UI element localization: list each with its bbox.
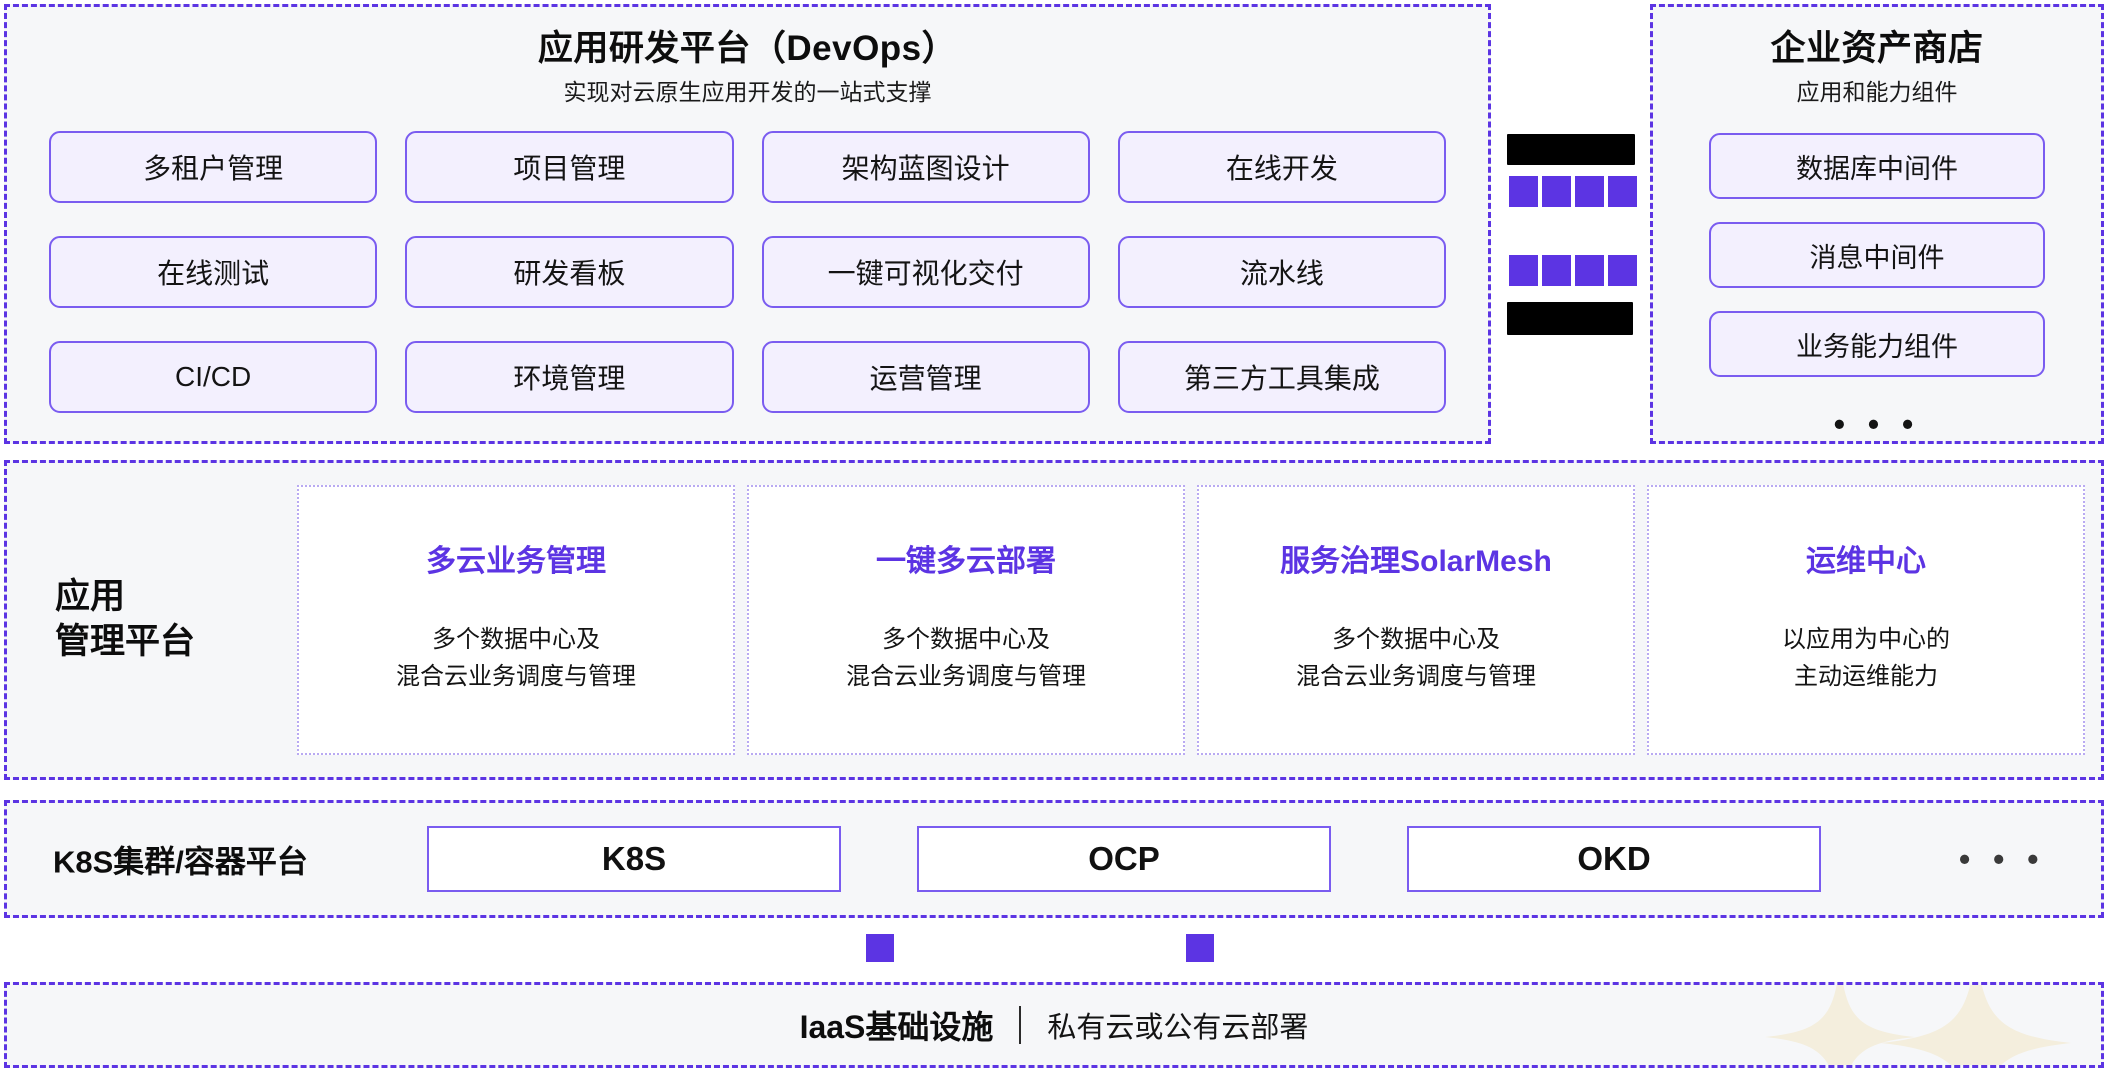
redaction-bar-icon — [1507, 134, 1635, 165]
mgmt-card-solarmesh[interactable]: 服务治理SolarMesh 多个数据中心及 混合云业务调度与管理 — [1197, 485, 1635, 755]
store-chip-msg-middleware[interactable]: 消息中间件 — [1709, 222, 2045, 288]
devops-panel-subtitle: 实现对云原生应用开发的一站式支撑 — [563, 78, 932, 105]
mgmt-card-desc: 以应用为中心的 主动运维能力 — [1782, 626, 1950, 691]
app-management-label: 应用 管理平台 — [55, 577, 196, 661]
connector-square — [1509, 176, 1538, 207]
k8s-panel-label: K8S集群/容器平台 — [53, 844, 308, 880]
mgmt-card-desc: 多个数据中心及 混合云业务调度与管理 — [846, 626, 1086, 691]
devops-chip-pipeline[interactable]: 流水线 — [1117, 236, 1446, 308]
connector-square-row-bottom — [1509, 255, 1637, 286]
mgmt-card-title: 多云业务管理 — [426, 545, 606, 578]
devops-chip-blueprint[interactable]: 架构蓝图设计 — [761, 131, 1090, 203]
mgmt-card-desc: 多个数据中心及 混合云业务调度与管理 — [396, 626, 636, 691]
mgmt-card-ops-center[interactable]: 运维中心 以应用为中心的 主动运维能力 — [1647, 485, 2085, 755]
store-chip-business-component[interactable]: 业务能力组件 — [1709, 311, 2045, 377]
k8s-more-ellipsis-icon: • • • — [1959, 840, 2046, 877]
connector-square — [1186, 934, 1214, 962]
mgmt-card-title: 服务治理SolarMesh — [1280, 545, 1552, 578]
connector-square — [1608, 176, 1637, 207]
k8s-platform-list: K8S OCP OKD • • • — [427, 826, 2045, 892]
devops-chip-environment[interactable]: 环境管理 — [405, 341, 734, 413]
mgmt-card-title: 运维中心 — [1806, 545, 1926, 578]
iaas-content: IaaS基础设施 私有云或公有云部署 — [799, 1002, 1309, 1048]
store-more-ellipsis-icon: • • • — [1833, 406, 1921, 442]
devops-chip-operations[interactable]: 运营管理 — [761, 341, 1090, 413]
mgmt-card-onekey-deploy[interactable]: 一键多云部署 多个数据中心及 混合云业务调度与管理 — [747, 485, 1185, 755]
mgmt-card-title: 一键多云部署 — [876, 545, 1056, 578]
devops-chip-visual-delivery[interactable]: 一键可视化交付 — [761, 236, 1090, 308]
devops-chip-multitenant[interactable]: 多租户管理 — [49, 131, 378, 203]
store-panel-subtitle: 应用和能力组件 — [1796, 78, 1958, 105]
devops-capability-grid: 多租户管理 项目管理 架构蓝图设计 在线开发 在线测试 研发看板 一键可视化交付… — [49, 131, 1446, 413]
store-chip-db-middleware[interactable]: 数据库中间件 — [1709, 133, 2045, 199]
asset-store-panel: 企业资产商店 应用和能力组件 数据库中间件 消息中间件 业务能力组件 • • • — [1650, 4, 2104, 444]
store-panel-title: 企业资产商店 — [1770, 29, 1984, 68]
k8s-cluster-panel: K8S集群/容器平台 K8S OCP OKD • • • — [4, 800, 2104, 918]
k8s-iaas-connectors — [0, 928, 2108, 970]
devops-chip-project[interactable]: 项目管理 — [405, 131, 734, 203]
iaas-infrastructure-panel: IaaS基础设施 私有云或公有云部署 — [4, 982, 2104, 1068]
app-management-platform-panel: 应用 管理平台 多云业务管理 多个数据中心及 混合云业务调度与管理 一键多云部署… — [4, 460, 2104, 780]
devops-chip-third-party[interactable]: 第三方工具集成 — [1117, 341, 1446, 413]
connector-square — [866, 934, 894, 962]
sparkle-decoration-icon — [1881, 985, 2071, 1065]
sparkle-decoration-icon — [1765, 985, 1915, 1065]
devops-chip-dev-board[interactable]: 研发看板 — [405, 236, 734, 308]
devops-chip-online-test[interactable]: 在线测试 — [49, 236, 378, 308]
redacted-label-top — [1507, 134, 1637, 165]
connector-column — [1499, 4, 1642, 444]
mgmt-card-desc: 多个数据中心及 混合云业务调度与管理 — [1296, 626, 1536, 691]
connector-square — [1575, 255, 1604, 286]
redaction-bar-icon — [1507, 302, 1633, 335]
iaas-subtitle: 私有云或公有云部署 — [1047, 1012, 1309, 1044]
connector-square-row-top — [1509, 176, 1637, 207]
devops-platform-panel: 应用研发平台（DevOps） 实现对云原生应用开发的一站式支撑 多租户管理 项目… — [4, 4, 1491, 444]
connector-square — [1509, 255, 1538, 286]
mgmt-card-multicloud-business[interactable]: 多云业务管理 多个数据中心及 混合云业务调度与管理 — [297, 485, 735, 755]
connector-square — [1608, 255, 1637, 286]
devops-chip-cicd[interactable]: CI/CD — [49, 341, 378, 413]
k8s-chip-ocp[interactable]: OCP — [917, 826, 1331, 892]
k8s-chip-k8s[interactable]: K8S — [427, 826, 841, 892]
store-component-list: 数据库中间件 消息中间件 业务能力组件 • • • — [1709, 133, 2045, 440]
connector-square — [1542, 255, 1571, 286]
devops-panel-title: 应用研发平台（DevOps） — [537, 29, 958, 68]
iaas-title: IaaS基础设施 — [799, 1009, 994, 1045]
devops-chip-online-dev[interactable]: 在线开发 — [1117, 131, 1446, 203]
connector-square — [1575, 176, 1604, 207]
connector-square — [1542, 176, 1571, 207]
iaas-divider — [1019, 1006, 1022, 1044]
redacted-label-bottom — [1507, 302, 1637, 335]
app-management-card-row: 多云业务管理 多个数据中心及 混合云业务调度与管理 一键多云部署 多个数据中心及… — [297, 485, 2085, 755]
k8s-chip-okd[interactable]: OKD — [1407, 826, 1821, 892]
